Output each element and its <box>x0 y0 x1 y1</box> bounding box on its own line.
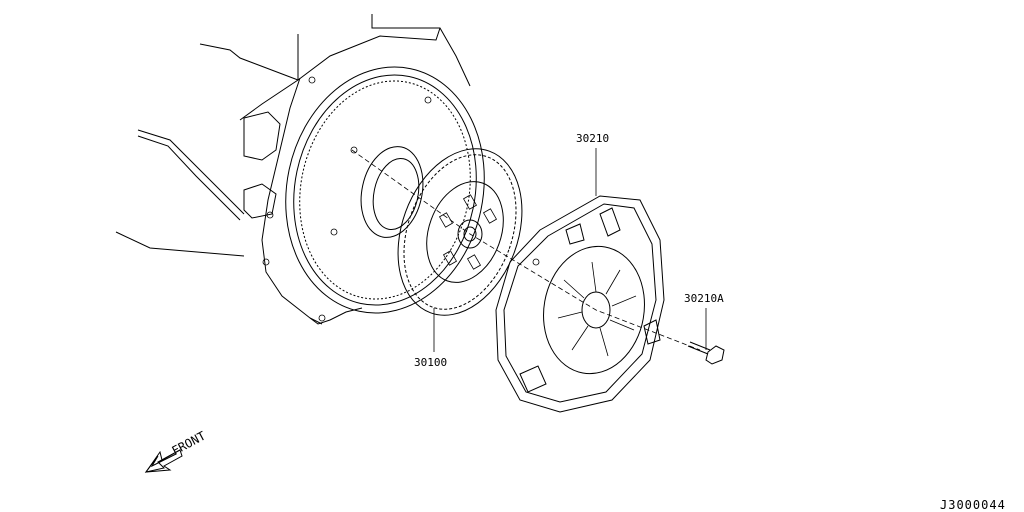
flywheel <box>285 66 485 314</box>
clutch-cover <box>495 195 665 413</box>
clutch-disc <box>397 148 523 316</box>
engine-housing <box>115 14 471 325</box>
drawing-id: J3000044 <box>940 498 1006 512</box>
leader-lines <box>433 148 707 352</box>
cover-bolt <box>687 341 725 365</box>
label-clutch-disc: 30100 <box>414 356 448 369</box>
label-cover-bolt: 30210A <box>684 292 724 305</box>
assembly-axis <box>351 149 701 351</box>
label-clutch-cover: 30210 <box>576 132 610 145</box>
front-arrow-icon <box>144 449 183 473</box>
